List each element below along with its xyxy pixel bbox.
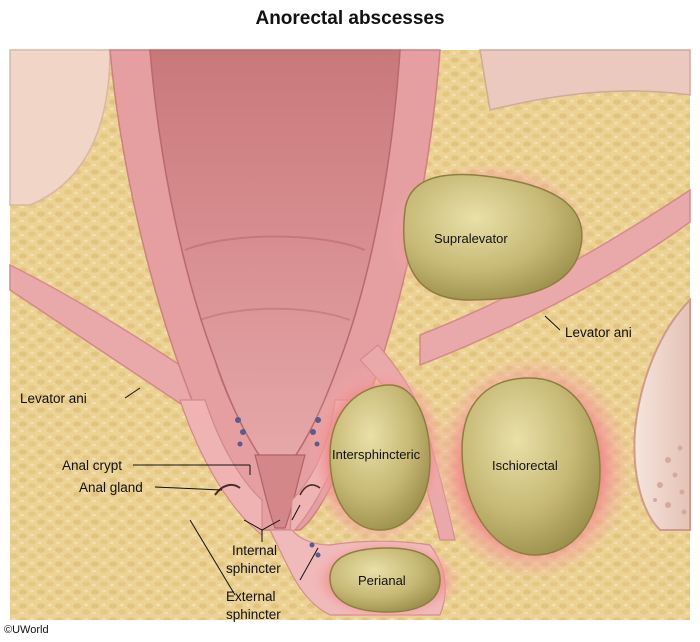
label-intersphincteric: Intersphincteric: [332, 447, 421, 462]
bone-marrow-dots: [653, 445, 687, 515]
supralevator-abscess: [386, 164, 590, 308]
ischial-bone: [633, 297, 691, 531]
label-ischiorectal: Ischiorectal: [492, 458, 558, 473]
label-internal-sphincter-line2: sphincter: [226, 561, 281, 576]
ischiorectal-abscess: [432, 356, 632, 580]
mucosal-fold: [184, 235, 366, 251]
anal-gland-duct-right: [299, 484, 321, 496]
label-external-sphincter-line2: sphincter: [226, 607, 281, 622]
mucosal-fold: [199, 307, 351, 321]
label-external-sphincter-line1: External: [226, 589, 276, 604]
perianal-abscess: [311, 540, 461, 620]
copyright: ©UWorld: [4, 624, 49, 636]
anal-canal: [254, 454, 306, 529]
anal-gland-duct: [214, 483, 241, 496]
anal-glands: [235, 417, 321, 558]
label-supralevator: Supralevator: [434, 231, 508, 246]
leader-lines: [124, 315, 561, 596]
label-anal-crypt: Anal crypt: [62, 458, 122, 473]
label-levator-ani-left: Levator ani: [20, 391, 87, 406]
tissue-top-right: [479, 49, 691, 111]
label-perianal: Perianal: [358, 573, 406, 588]
label-anal-gland: Anal gland: [79, 480, 143, 495]
label-internal-sphincter-line1: Internal: [232, 543, 277, 558]
intersphincteric-abscess: [308, 365, 448, 545]
buttock-left: [9, 49, 111, 206]
label-levator-ani-right: Levator ani: [565, 325, 632, 340]
diagram-title: Anorectal abscesses: [255, 8, 445, 29]
